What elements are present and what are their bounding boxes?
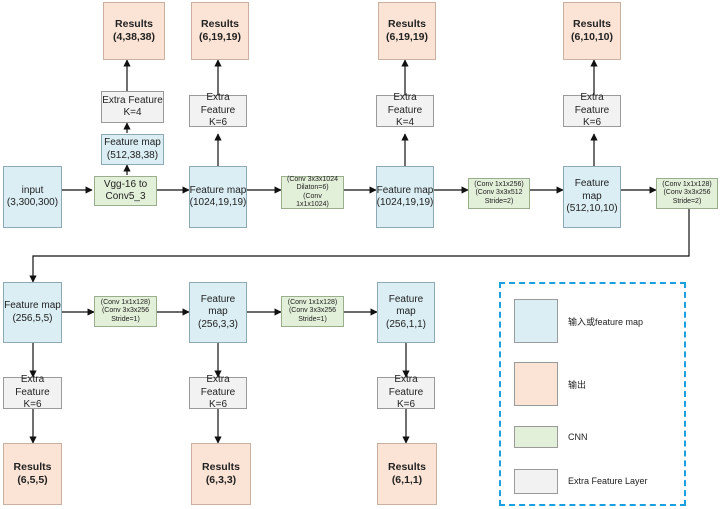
results-5: Results (6,5,5): [3, 443, 62, 505]
legend-label-output: 输出: [568, 380, 587, 390]
extra-feature-1: Extra Feature K=4: [101, 91, 164, 123]
cnn-block-2: (Conv 1x1x256) (Conv 3x3x512 Stride=2): [468, 178, 530, 209]
feature-map-6: Feature map (256,3,3): [189, 282, 247, 343]
legend: [499, 282, 686, 506]
results-7: Results (6,1,1): [377, 443, 437, 505]
feature-map-2: Feature map (1024,19,19): [189, 166, 247, 228]
cnn-block-5: (Conv 1x1x128) (Conv 3x3x256 Stride=1): [281, 296, 344, 327]
legend-swatch-input: [514, 299, 558, 343]
legend-label-cnn: CNN: [568, 432, 588, 442]
results-2: Results (6,19,19): [191, 2, 249, 60]
feature-map-1: Feature map (512,38,38): [101, 134, 164, 165]
extra-feature-4: Extra Feature K=6: [563, 92, 621, 128]
feature-map-5: Feature map (256,5,5): [3, 282, 62, 343]
extra-feature-6: Extra Feature K=6: [189, 374, 247, 410]
legend-label-extra: Extra Feature Layer: [568, 476, 648, 486]
cnn-block-1: (Conv 3x3x1024 Dilaton=6) (Conv 1x1x1024…: [281, 176, 344, 209]
feature-map-3: Feature map (1024,19,19): [376, 166, 434, 228]
results-3: Results (6,19,19): [378, 2, 436, 60]
cnn-block-3: (Conv 1x1x128) (Conv 3x3x256 Stride=2): [656, 178, 718, 209]
extra-feature-2: Extra Feature K=6: [189, 92, 247, 128]
cnn-block-4: (Conv 1x1x128) (Conv 3x3x256 Stride=1): [94, 296, 157, 327]
legend-label-input: 输入或feature map: [568, 317, 644, 327]
legend-swatch-extra: [514, 469, 558, 494]
extra-feature-3: Extra Feature K=4: [376, 92, 434, 128]
extra-feature-7: Extra Feature K=6: [377, 374, 435, 410]
legend-swatch-cnn: [514, 426, 558, 448]
input-box: input (3,300,300): [3, 166, 62, 228]
feature-map-7: Feature map (256,1,1): [377, 282, 435, 343]
results-6: Results (6,3,3): [191, 443, 251, 505]
vgg-conv-box: Vgg-16 to Conv5_3: [94, 176, 157, 206]
results-4: Results (6,10,10): [563, 2, 621, 60]
legend-swatch-output: [514, 362, 558, 406]
feature-map-4: Feature map (512,10,10): [563, 166, 621, 228]
extra-feature-5: Extra Feature K=6: [3, 374, 62, 410]
results-1: Results (4,38,38): [103, 2, 165, 60]
